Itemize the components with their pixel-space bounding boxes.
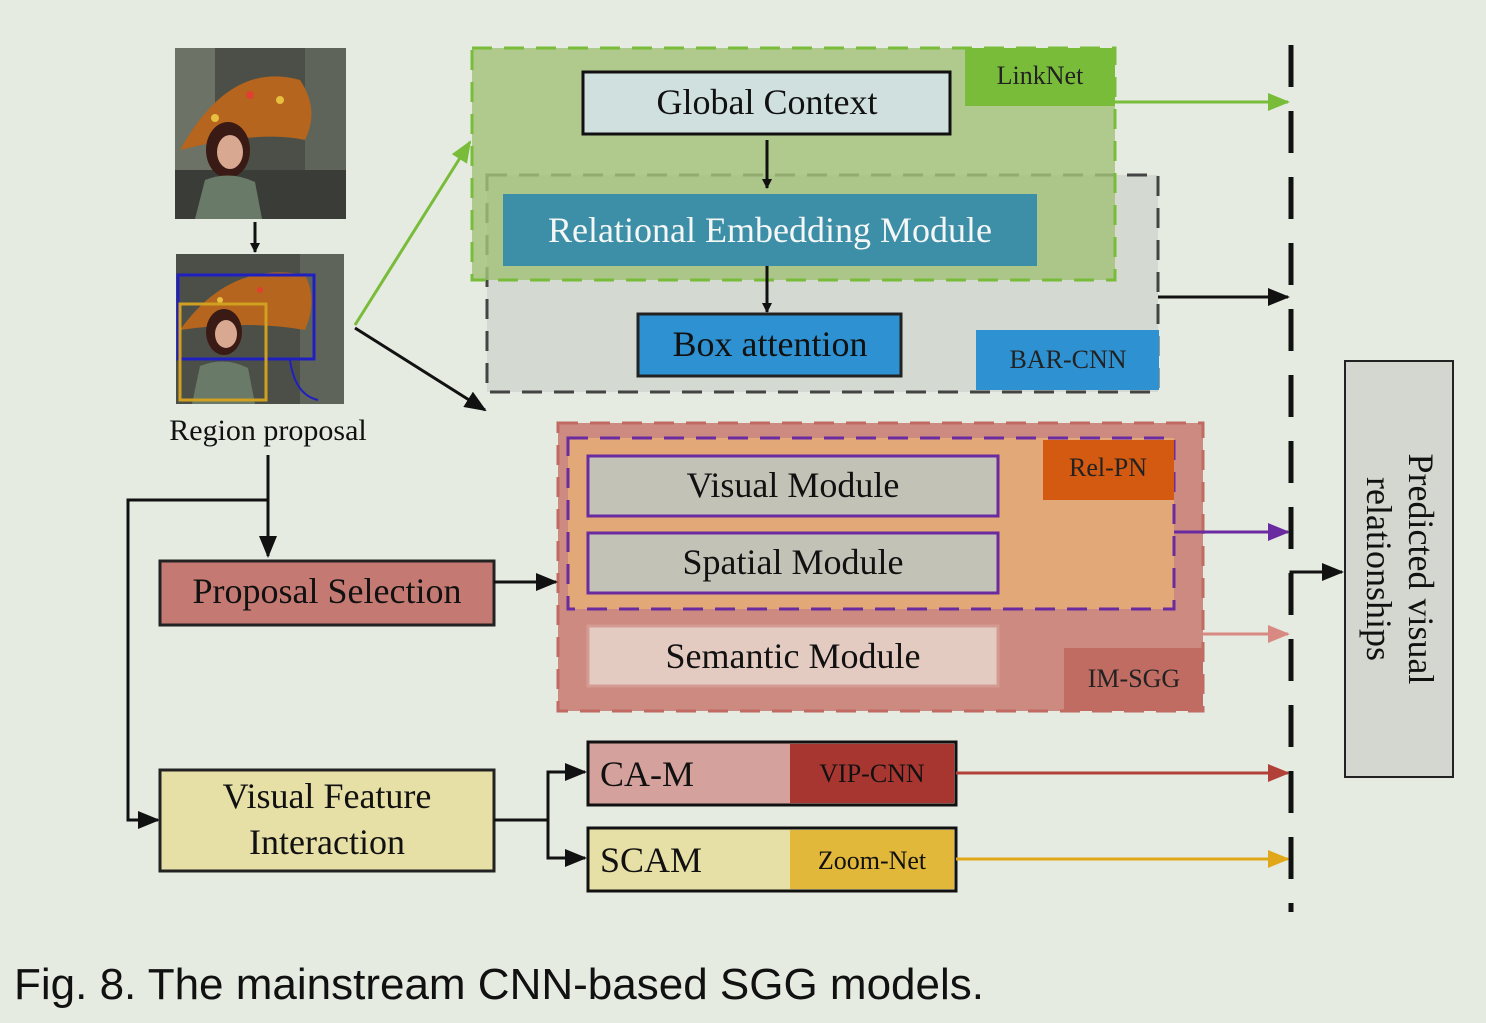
region-proposal-label: Region proposal xyxy=(169,414,366,447)
linknet-tag xyxy=(965,48,1115,106)
arrow-to-visual-feature xyxy=(126,498,268,829)
region-proposal-image xyxy=(176,254,344,404)
semantic-module-box xyxy=(586,624,1000,688)
vip-cnn-tag xyxy=(790,744,954,803)
arrow-to-scam xyxy=(546,820,587,867)
relational-embedding-box xyxy=(503,194,1037,266)
predicted-relationships-label-1: Predicted visual xyxy=(1401,454,1441,685)
global-context-label: Global Context xyxy=(657,82,878,122)
global-context-box xyxy=(581,70,952,136)
visual-feature-interaction-label-1: Visual Feature xyxy=(223,776,432,816)
input-image xyxy=(175,48,346,219)
box-attention-label: Box attention xyxy=(673,324,868,364)
zoom-net-label: Zoom-Net xyxy=(818,846,927,875)
semantic-module-label: Semantic Module xyxy=(666,636,921,676)
box-attention-box xyxy=(636,312,903,378)
proposal-selection-box xyxy=(158,559,496,627)
arrow-to-output xyxy=(1289,563,1344,595)
predicted-relationships-label-2: relationships xyxy=(1359,477,1399,661)
scam-label: SCAM xyxy=(600,840,702,880)
spatial-module-label: Spatial Module xyxy=(683,542,904,582)
spatial-module-box xyxy=(586,531,1000,595)
visual-module-box xyxy=(586,454,1000,518)
figure-caption: Fig. 8. The mainstream CNN-based SGG mod… xyxy=(14,960,984,1009)
bar-cnn-tag xyxy=(976,330,1159,390)
visual-feature-interaction-box xyxy=(158,768,496,873)
arrow-to-ca-m xyxy=(494,763,587,822)
rel-pn-label: Rel-PN xyxy=(1069,453,1147,482)
im-sgg-label: IM-SGG xyxy=(1088,664,1180,693)
proposal-selection-label: Proposal Selection xyxy=(193,571,462,611)
linknet-label: LinkNet xyxy=(997,61,1084,90)
relational-embedding-label: Relational Embedding Module xyxy=(548,210,992,250)
predicted-relationships-box xyxy=(1344,360,1454,778)
visual-module-label: Visual Module xyxy=(687,465,900,505)
arrow-to-bar-cnn xyxy=(354,326,487,412)
vip-cnn-label: VIP-CNN xyxy=(819,759,925,788)
visual-feature-interaction-label-2: Interaction xyxy=(249,822,405,862)
ca-m-label: CA-M xyxy=(600,754,694,794)
rel-pn-tag xyxy=(1043,440,1174,500)
im-sgg-tag xyxy=(1064,648,1203,711)
zoom-net-tag xyxy=(790,830,954,889)
bar-cnn-label: BAR-CNN xyxy=(1009,345,1126,374)
arrow-to-linknet xyxy=(353,140,472,326)
